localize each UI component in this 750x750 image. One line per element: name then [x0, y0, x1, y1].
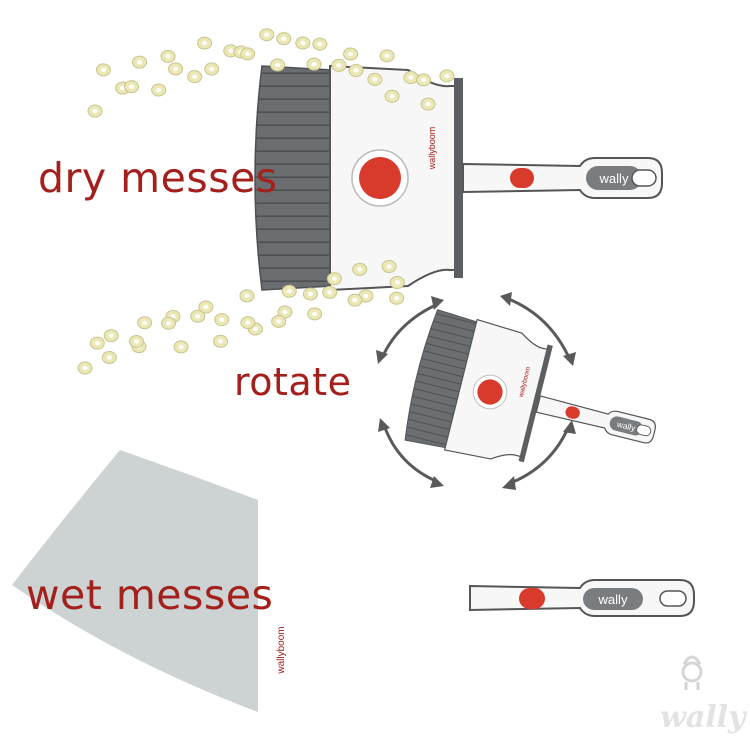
cereal-hole	[420, 77, 427, 83]
cereal-hole	[307, 291, 314, 297]
cereal-hole	[228, 48, 234, 54]
cereal-hole	[136, 59, 143, 65]
cereal-hole	[372, 77, 378, 82]
cereal-hole	[264, 32, 270, 37]
cereal-hole	[245, 51, 251, 57]
cereal-hole	[192, 74, 198, 79]
cereal-hole	[203, 304, 209, 310]
cereal-hole	[331, 276, 337, 281]
cereal-hole	[384, 53, 390, 59]
cereal-hole	[201, 40, 208, 46]
arrowhead	[502, 476, 516, 490]
cereal-hole	[156, 87, 162, 93]
arrowhead	[563, 352, 576, 366]
wet-broom-handle: wally	[469, 579, 695, 617]
handle-label-wet: wally	[598, 592, 628, 607]
cereal-hole	[352, 297, 358, 303]
cereal-hole	[425, 101, 431, 107]
arrow-bottom-left	[382, 424, 439, 484]
cereal-hole	[108, 333, 114, 338]
arrow-top-left	[380, 302, 439, 359]
cereal-hole	[165, 321, 172, 326]
arrowhead	[431, 296, 444, 310]
cereal-hole	[252, 326, 258, 332]
cereal-hole	[357, 267, 363, 272]
arrowhead	[376, 350, 388, 364]
mascot-icon	[681, 655, 703, 690]
cereal-hole	[142, 320, 148, 325]
caption-rotate: rotate	[234, 360, 352, 404]
liquid-spill	[12, 450, 258, 712]
cereal-hole	[92, 108, 98, 114]
cereal-hole	[394, 296, 400, 301]
cereal-hole	[274, 62, 281, 68]
cereal-pieces	[77, 28, 455, 375]
cereal-hole	[347, 51, 354, 57]
arrowhead	[500, 292, 512, 306]
cereal-hole	[317, 41, 323, 47]
arrowhead	[378, 418, 390, 432]
arrowhead	[563, 420, 576, 434]
cereal-hole	[94, 340, 100, 346]
cereal-hole	[106, 355, 112, 360]
broom-rotate: wallyboom wally	[400, 308, 672, 499]
cereal-hole	[209, 66, 215, 72]
arrow-bottom-right	[507, 427, 570, 486]
cereal-hole	[281, 36, 287, 41]
cereal-hole	[336, 63, 342, 68]
cereal-hole	[195, 314, 201, 319]
cereal-hole	[394, 280, 400, 285]
handle-label-small: wally	[615, 419, 637, 434]
cereal-hole	[386, 264, 392, 269]
cereal-hole	[276, 319, 282, 324]
broom-head-label: wallyboom	[427, 127, 437, 171]
arrowhead	[430, 476, 444, 488]
cereal-hole	[165, 54, 171, 59]
cereal-hole	[311, 61, 317, 67]
cereal-hole	[353, 68, 359, 73]
broom-head-label-wet: wallyboom	[276, 626, 287, 674]
cereal-hole	[286, 289, 292, 294]
cereal-hole	[219, 317, 225, 322]
caption-wet-messes: wet messes	[26, 571, 274, 619]
cereal-hole	[363, 293, 369, 299]
cereal-hole	[128, 84, 135, 89]
cereal-hole	[282, 309, 288, 315]
cereal-hole	[172, 66, 179, 72]
cereal-hole	[444, 73, 450, 79]
cereal-hole	[100, 67, 107, 73]
caption-dry-messes: dry messes	[38, 154, 278, 202]
cereal-hole	[408, 75, 414, 80]
arrow-top-right	[505, 296, 572, 361]
cereal-hole	[217, 338, 224, 344]
rotate-arrows	[380, 296, 572, 486]
cereal-hole	[327, 290, 333, 295]
handle-label: wally	[599, 171, 629, 186]
cereal-hole	[300, 40, 306, 46]
watermark-text: wally	[660, 700, 746, 735]
cereal-hole	[245, 320, 251, 325]
broom-dry: wallyboom wally	[254, 65, 663, 291]
cereal-hole	[389, 94, 395, 99]
cereal-hole	[244, 293, 250, 299]
cereal-hole	[133, 339, 140, 344]
cereal-hole	[178, 344, 184, 350]
cereal-hole	[120, 85, 126, 91]
cereal-hole	[82, 365, 88, 371]
cereal-hole	[312, 311, 318, 317]
